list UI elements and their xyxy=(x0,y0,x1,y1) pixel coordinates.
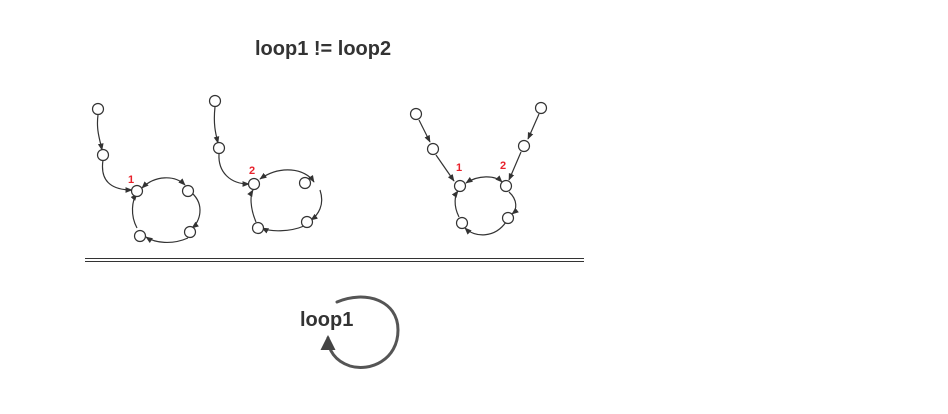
divider xyxy=(85,258,584,262)
node xyxy=(300,215,314,229)
node xyxy=(91,102,105,116)
diagram-three xyxy=(418,113,540,236)
entry-label-one: 1 xyxy=(456,162,462,174)
node xyxy=(247,177,261,191)
node xyxy=(409,107,423,121)
node xyxy=(181,184,195,198)
diagram-three-nodes xyxy=(409,101,548,230)
node xyxy=(212,141,226,155)
entry-label-two: 2 xyxy=(500,160,506,172)
node xyxy=(455,216,469,230)
loop-arrow xyxy=(320,295,400,369)
node xyxy=(251,221,265,235)
node xyxy=(298,176,312,190)
diagram-two-nodes xyxy=(208,94,314,235)
node xyxy=(426,142,440,156)
node xyxy=(130,184,144,198)
page-title: loop1 != loop2 xyxy=(255,38,392,60)
node xyxy=(517,139,531,153)
loop-label: loop1 xyxy=(300,309,354,331)
node xyxy=(534,101,548,115)
node xyxy=(453,179,467,193)
node xyxy=(133,229,147,243)
entry-label-two: 2 xyxy=(249,165,255,177)
entry-label-one: 1 xyxy=(128,174,134,186)
diagram-one-nodes xyxy=(91,102,197,243)
node xyxy=(501,211,515,225)
node xyxy=(499,179,513,193)
node xyxy=(96,148,110,162)
diagram-one xyxy=(96,114,201,243)
node xyxy=(183,225,197,239)
diagram-two xyxy=(213,106,323,234)
node xyxy=(208,94,222,108)
